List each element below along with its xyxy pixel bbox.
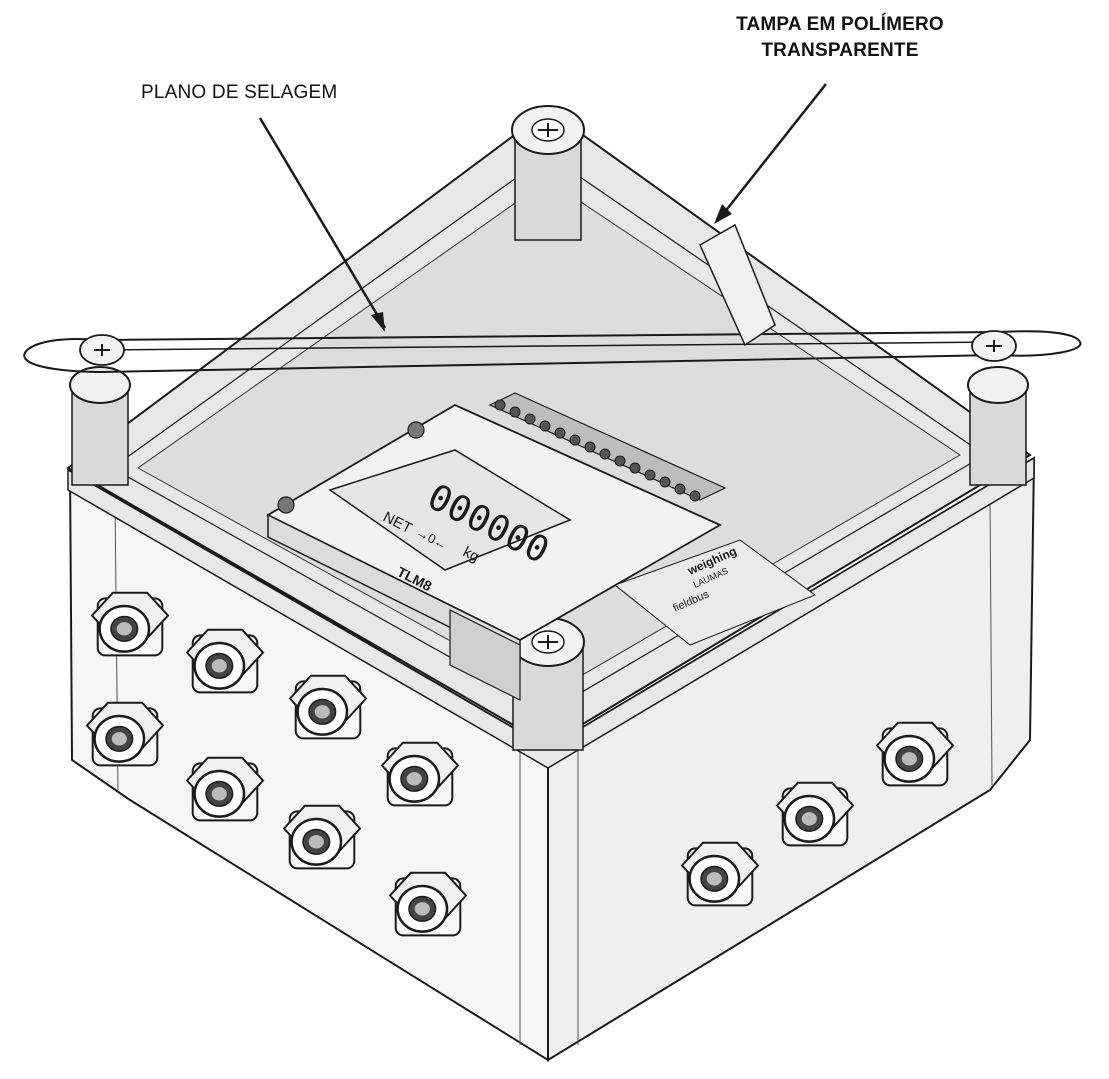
seal-wire	[23, 223, 1082, 374]
terminal-screw	[689, 490, 701, 502]
leader-line-sealing-plane	[258, 117, 387, 329]
cable-glands-right	[680, 721, 955, 907]
terminal-screw	[629, 462, 641, 474]
cable-gland-left-7	[282, 804, 362, 870]
cable-gland-left-6	[380, 741, 460, 807]
arrowhead-cover	[714, 204, 732, 224]
cable-gland-left-2	[185, 628, 265, 694]
cable-gland-right-2	[775, 781, 855, 847]
terminal-screw	[494, 399, 506, 411]
terminal-screw	[599, 448, 611, 460]
corner-post-left	[69, 366, 131, 486]
terminal-screw	[554, 427, 566, 439]
corner-post-front	[511, 617, 585, 751]
cable-glands-left	[85, 591, 468, 937]
terminal-screw	[509, 406, 521, 418]
lcd-unit: kg	[460, 543, 482, 565]
corner-post-right	[967, 366, 1029, 486]
terminal-screw	[569, 434, 581, 446]
terminal-screw	[539, 420, 551, 432]
cable-gland-left-3	[85, 701, 165, 767]
terminal-screw	[674, 483, 686, 495]
terminal-screw	[614, 455, 626, 467]
cover-label-line1: TAMPA EM POLÍMERO	[736, 14, 944, 35]
cable-gland-left-1	[90, 591, 170, 657]
sealing-plane-label: PLANO DE SELAGEM	[141, 82, 338, 103]
cover-label: TAMPA EM POLÍMERO TRANSPARENTE	[700, 12, 980, 64]
terminal-screw	[584, 441, 596, 453]
cable-gland-left-8	[388, 871, 468, 937]
terminal-screw	[524, 413, 536, 425]
terminal-row	[494, 399, 701, 502]
cable-gland-left-4	[288, 674, 368, 740]
cable-gland-left-5	[185, 756, 265, 822]
terminal-screw	[644, 469, 656, 481]
weighing-module: 000000 NET →0← kg TLM8 weighing LAUMAS f…	[266, 392, 817, 701]
leader-line-cover	[719, 83, 827, 219]
cover-label-line2: TRANSPARENTE	[761, 40, 919, 61]
cable-gland-right-1	[680, 841, 760, 907]
cable-gland-right-3	[875, 721, 955, 787]
arrowhead-sealing-plane	[371, 312, 385, 332]
corner-post-top	[511, 105, 585, 241]
terminal-screw	[659, 476, 671, 488]
